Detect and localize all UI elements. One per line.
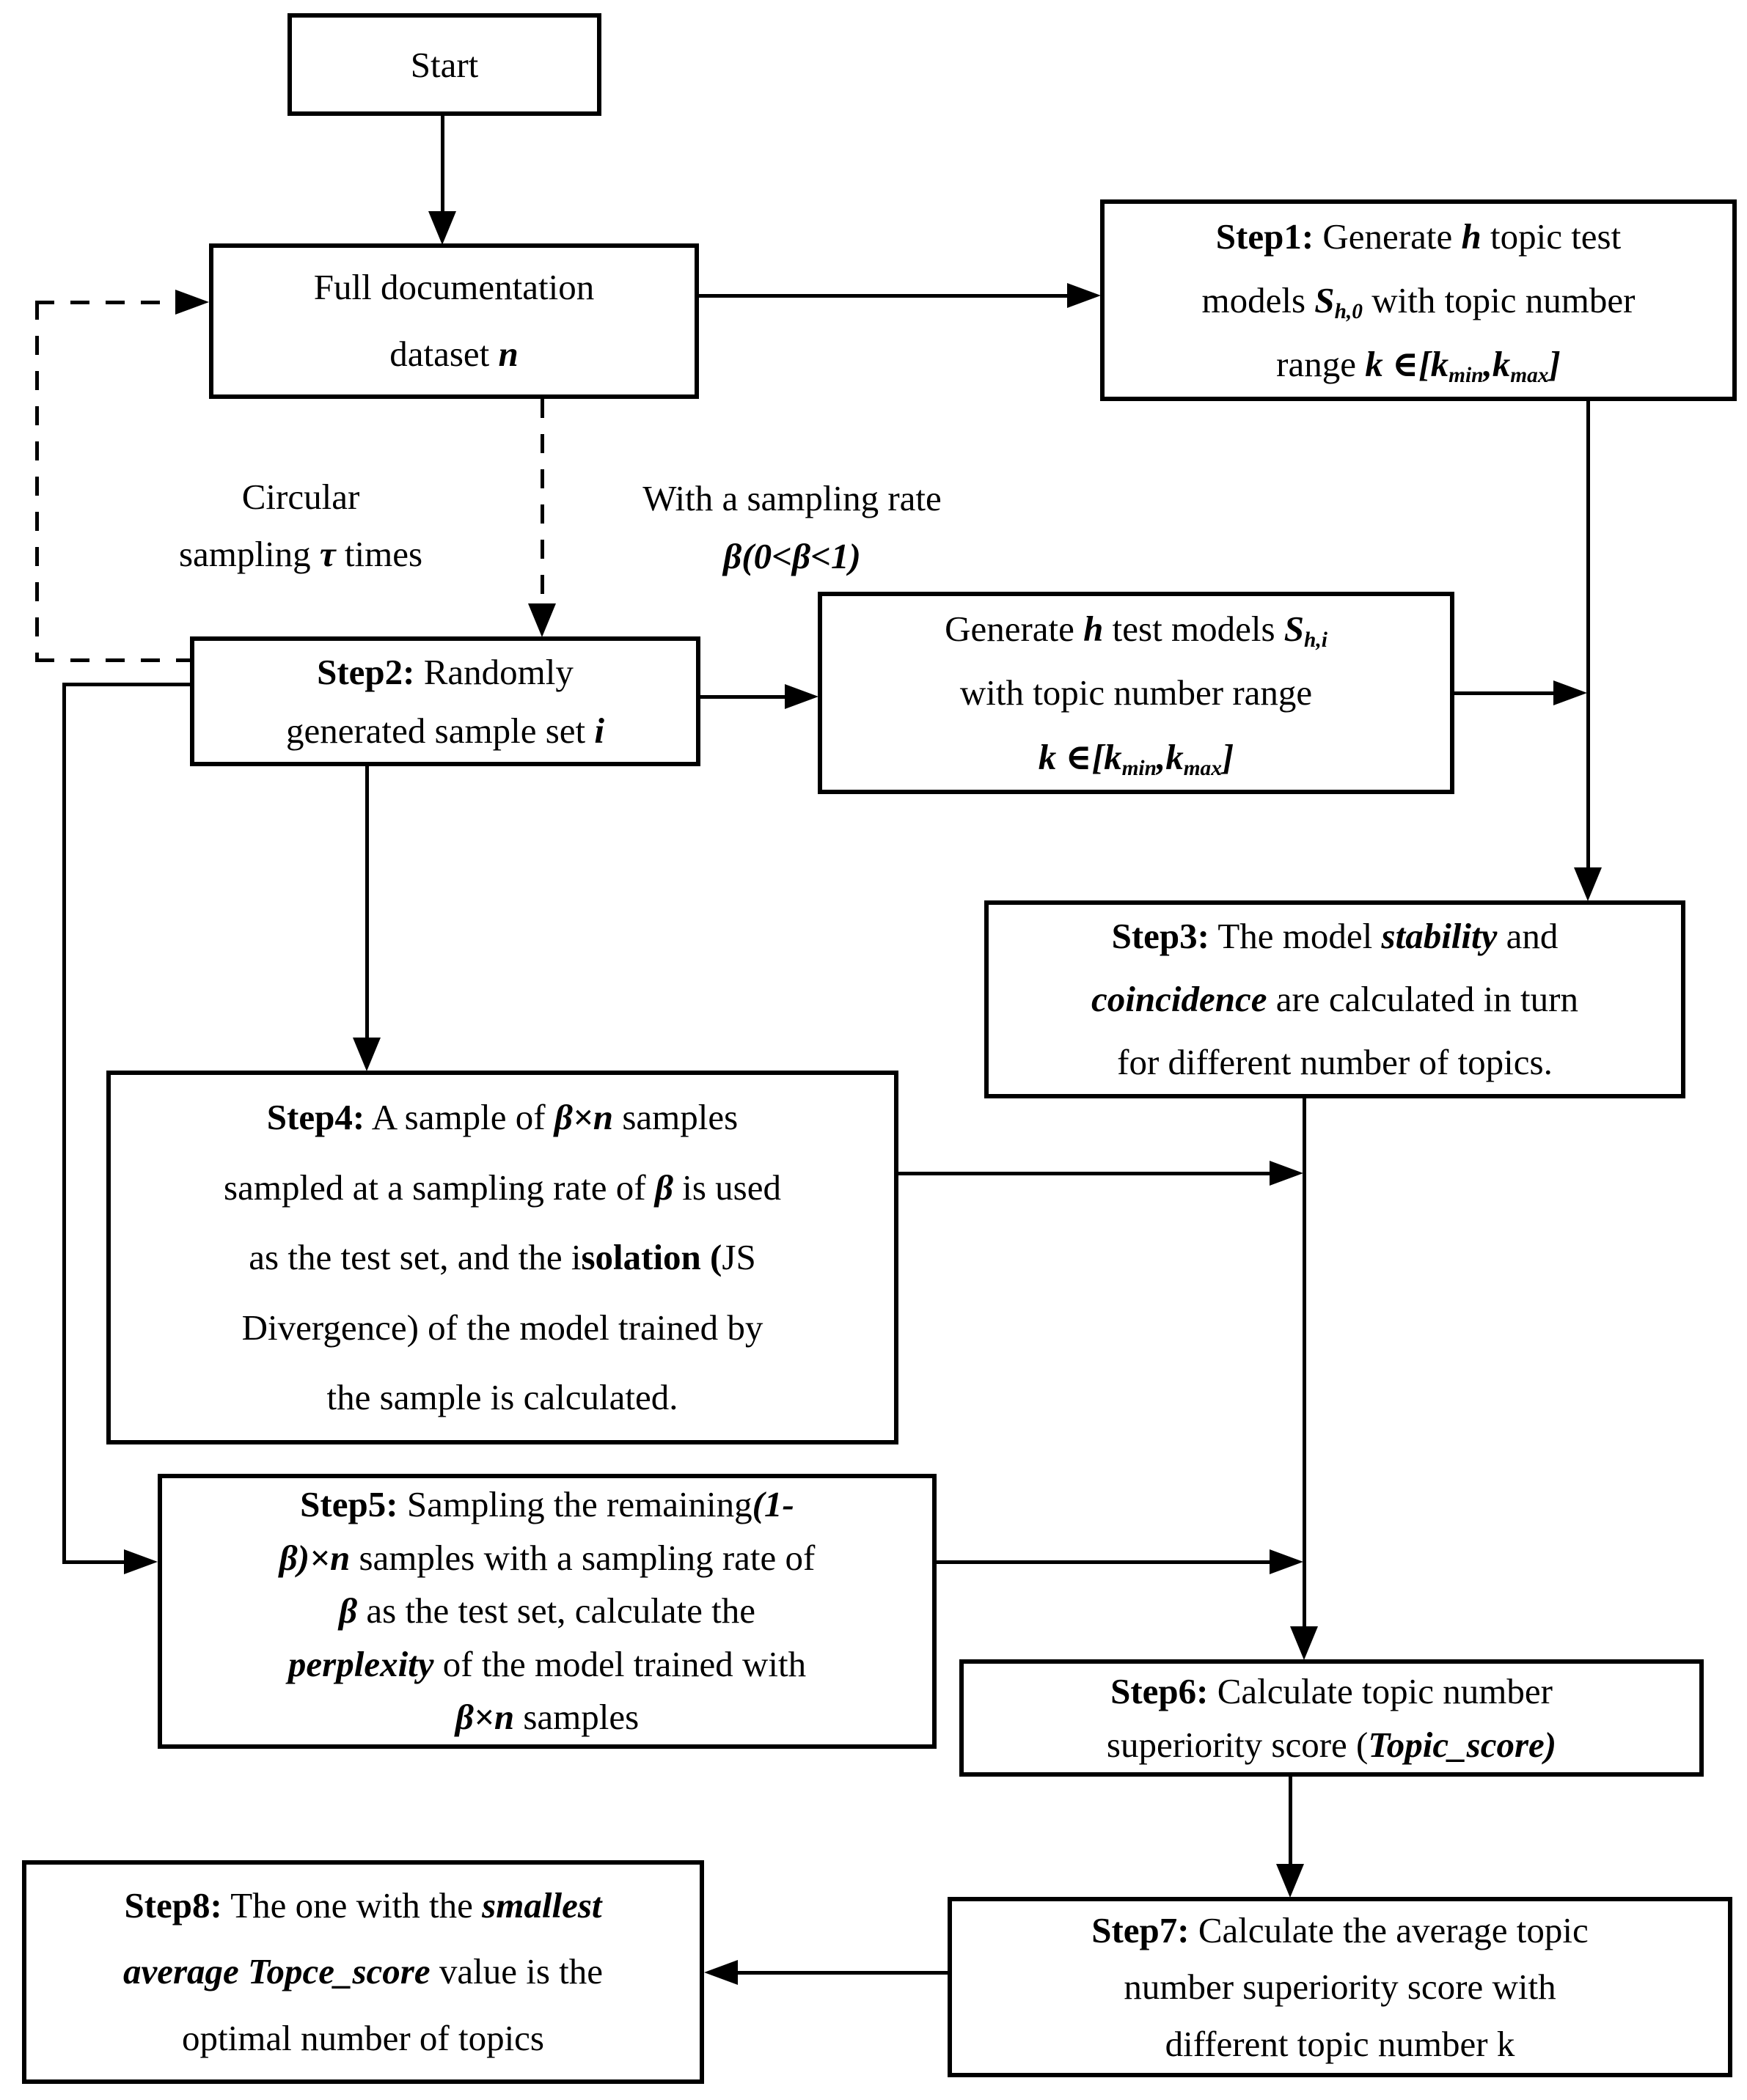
- connector-step2-feedback-top: [35, 301, 176, 304]
- arrowhead-step6-to-step7: [1276, 1864, 1304, 1898]
- arrowhead-dataset-to-step1: [1067, 283, 1101, 308]
- connector-step6-to-step7: [1289, 1777, 1292, 1864]
- connector-step1-to-step3: [1586, 401, 1590, 867]
- arrowhead-step7-to-step8: [704, 1960, 738, 1985]
- connector-step3-to-step6: [1303, 1098, 1306, 1626]
- arrowhead-step4-to-trunk: [1270, 1161, 1303, 1186]
- arrowhead-step2-to-step5: [124, 1549, 158, 1574]
- connector-dataset-to-step2-dashed: [541, 399, 544, 604]
- arrowhead-generate-to-trunk: [1553, 680, 1587, 705]
- connector-start-to-dataset: [441, 116, 444, 211]
- arrowhead-step2-to-generate: [785, 684, 818, 709]
- arrowhead-step1-to-step3: [1574, 867, 1602, 901]
- connector-step2-feedback-left: [35, 301, 39, 660]
- connector-step2-to-generate: [700, 695, 785, 699]
- arrowhead-feedback-to-dataset: [175, 290, 209, 315]
- connector-step2-to-step5-top: [62, 683, 190, 686]
- connector-step2-to-step5-left: [62, 683, 66, 1563]
- connector-step5-to-trunk: [937, 1560, 1270, 1564]
- start-node: Start: [287, 13, 601, 116]
- connector-step4-to-trunk: [898, 1172, 1270, 1175]
- connector-step2-feedback-bottom: [35, 658, 190, 662]
- step5-node: Step5: Sampling the remaining(1-β)×n sam…: [158, 1474, 937, 1749]
- connector-dataset-to-step1: [699, 294, 1069, 298]
- connector-step2-to-step5-bottom: [62, 1560, 125, 1564]
- arrowhead-step3-to-step6: [1290, 1626, 1318, 1660]
- connector-step2-to-step4: [365, 766, 369, 1038]
- connector-step7-to-step8: [733, 1971, 948, 1975]
- arrowhead-start-to-dataset: [428, 211, 456, 245]
- arrowhead-step5-to-trunk: [1270, 1549, 1303, 1574]
- arrowhead-dataset-to-step2: [528, 603, 556, 637]
- arrowhead-step2-to-step4: [353, 1038, 381, 1071]
- connector-generate-to-trunk: [1454, 691, 1555, 695]
